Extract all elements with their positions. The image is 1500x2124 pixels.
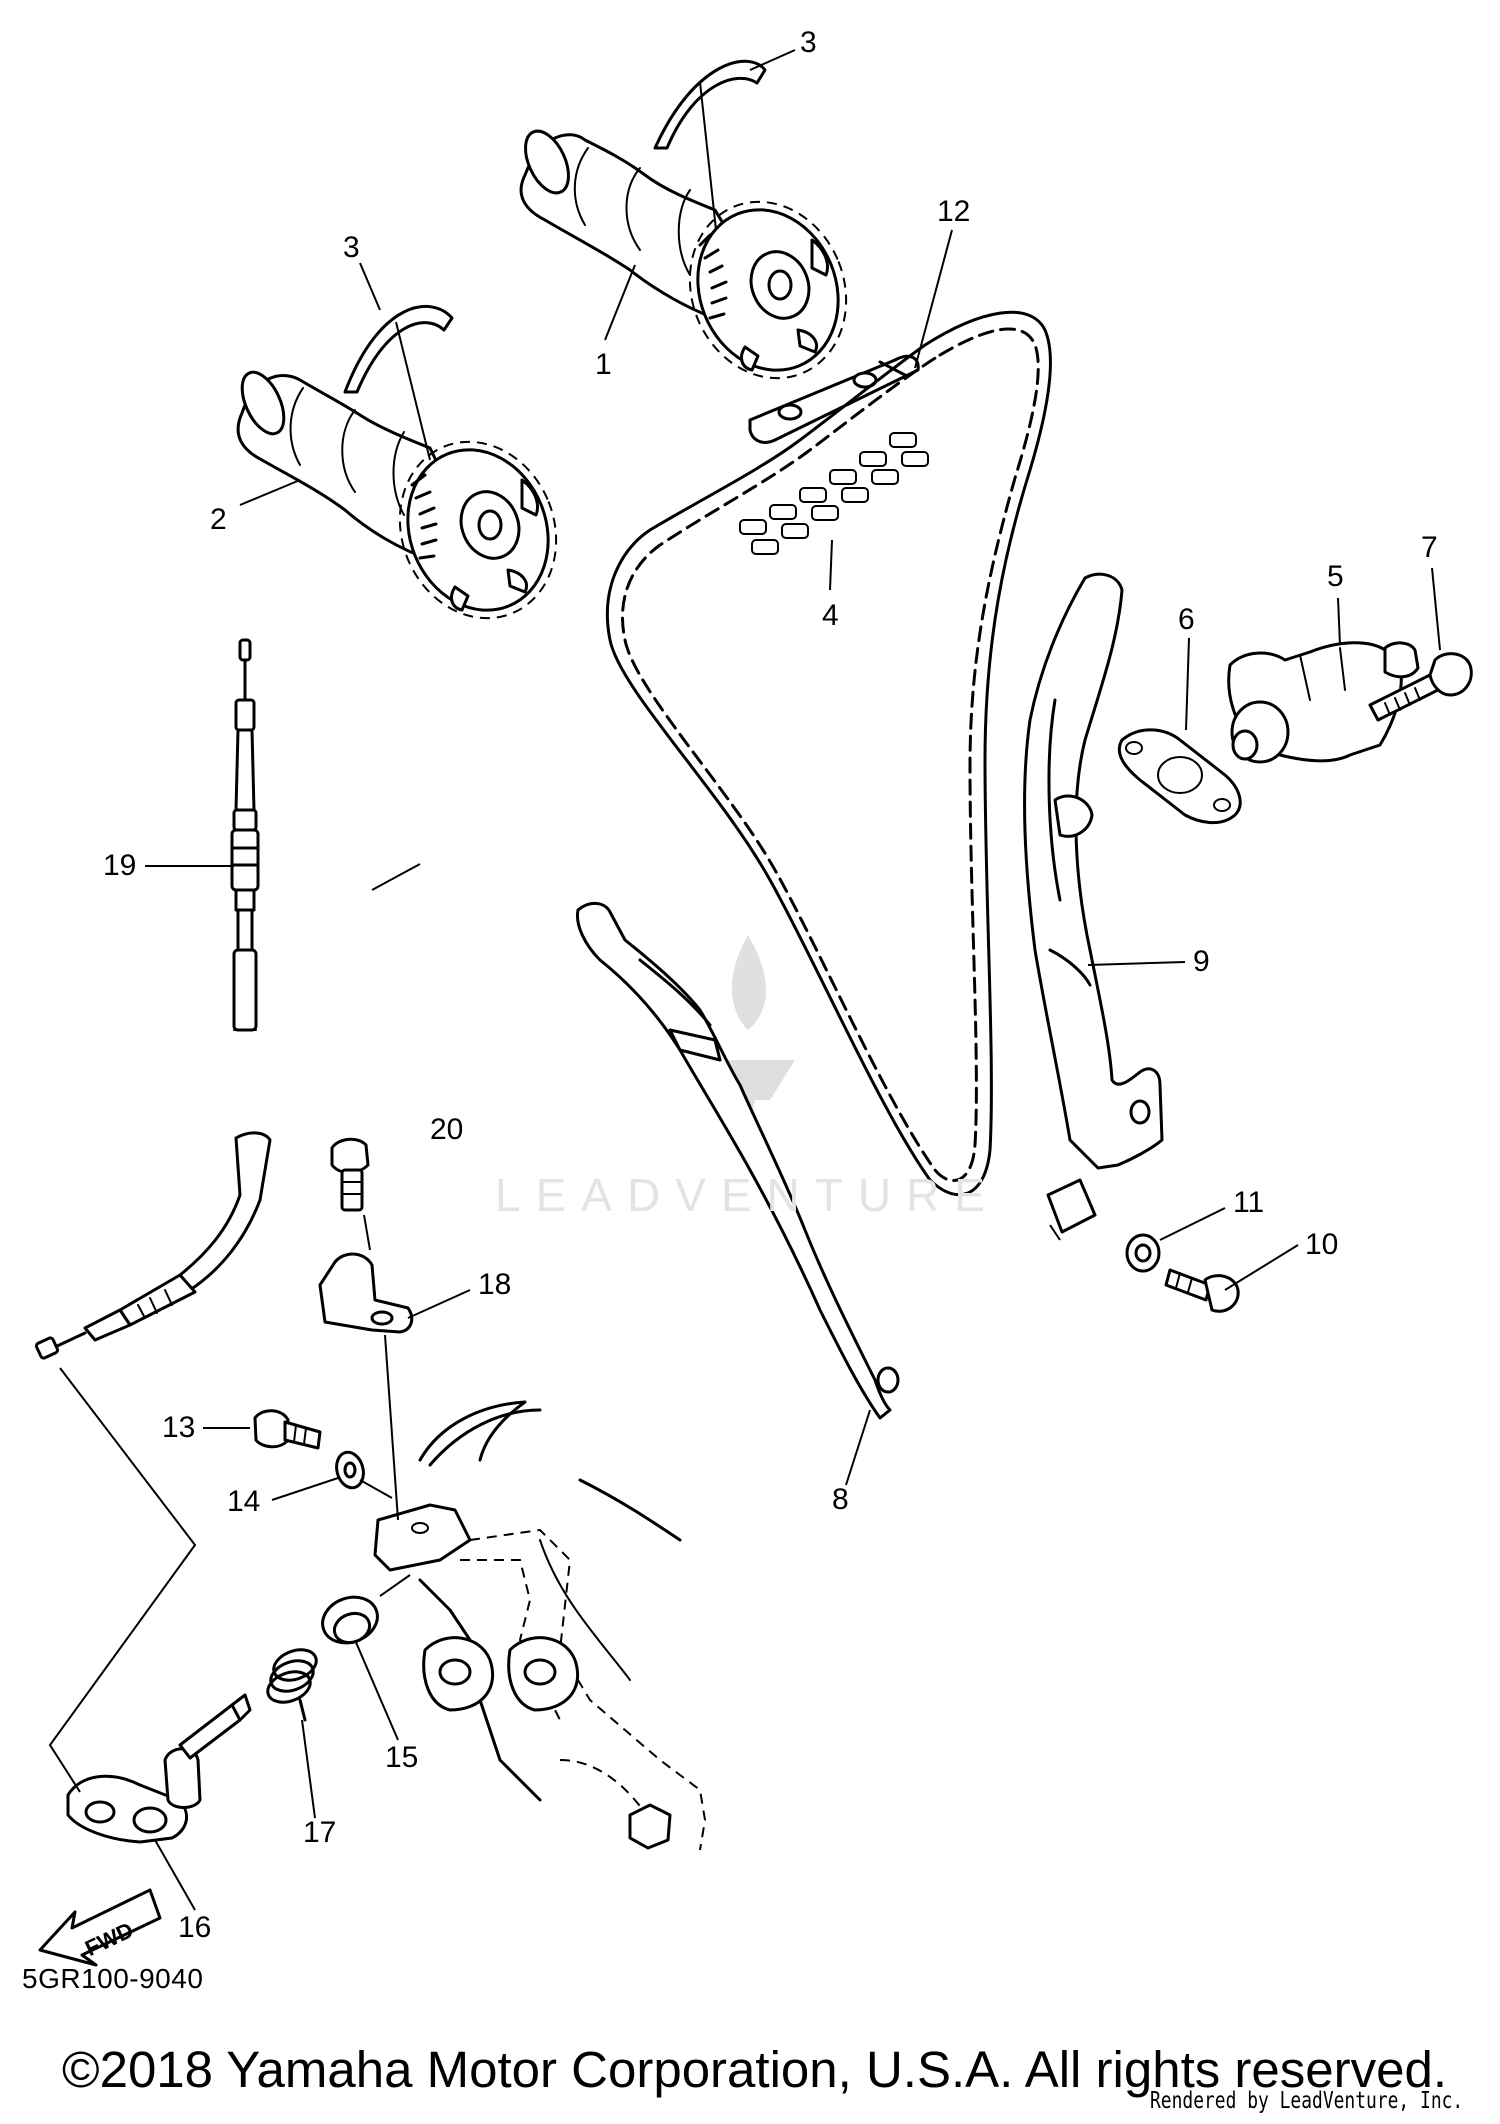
callout-9: 9: [1193, 945, 1210, 978]
callout-13: 13: [162, 1411, 196, 1444]
callout-17: 17: [303, 1816, 337, 1849]
part-6-gasket: [1117, 728, 1242, 825]
part-7-bolt: [1368, 652, 1473, 722]
callout-3-lower: 3: [343, 231, 360, 264]
callout-3-upper: 3: [800, 26, 817, 59]
callout-18: 18: [478, 1268, 512, 1301]
part-20-bolt: [330, 1137, 370, 1212]
callout-11: 11: [1233, 1186, 1265, 1219]
callout-8: 8: [832, 1483, 849, 1516]
callout-2: 2: [210, 503, 227, 536]
callout-19: 19: [103, 849, 137, 882]
part-14-washer: [335, 1450, 365, 1490]
callout-7: 7: [1421, 531, 1438, 564]
rendered-by-notice: Rendered by LeadVenture, Inc.: [1150, 2088, 1464, 2114]
callout-5: 5: [1327, 560, 1344, 593]
callout-10: 10: [1305, 1228, 1339, 1261]
callout-12: 12: [937, 195, 971, 228]
watermark-text: LEADVENTURE: [495, 1169, 1000, 1221]
part-16-shaft: [66, 1693, 252, 1844]
callout-16: 16: [178, 1911, 212, 1944]
callout-20: 20: [430, 1113, 464, 1146]
part-17-spring: [266, 1648, 318, 1722]
part-3-clip-lower: [343, 305, 454, 394]
part-10-bolt: [1164, 1268, 1240, 1313]
part-18-bracket: [318, 1252, 414, 1334]
part-5-tensioner: [1227, 641, 1420, 764]
part-8-chain-guide: [575, 902, 900, 1420]
part-9-tensioner-guide: [1023, 572, 1164, 1234]
callout-4: 4: [822, 599, 839, 632]
diagram-code: 5GR100-9040: [22, 1963, 204, 1994]
cylinder-head-section: [373, 1400, 707, 1851]
part-3-clip-upper: [653, 59, 767, 150]
copyright-notice: ©2018 Yamaha Motor Corporation, U.S.A. A…: [62, 2041, 1448, 2098]
part-11-washer: [1125, 1233, 1161, 1273]
part-4-cam-chain: [605, 310, 1052, 1197]
part-19-cable: [34, 638, 272, 1360]
callout-1: 1: [595, 348, 612, 381]
callout-14: 14: [227, 1485, 261, 1518]
assembly-lines: [48, 81, 1061, 1793]
callout-15: 15: [385, 1741, 419, 1774]
part-1-camshaft: [519, 129, 848, 380]
fwd-arrow: FWD: [38, 1888, 162, 1967]
callout-lines: [145, 49, 1441, 1911]
part-2-camshaft: [236, 370, 558, 620]
part-13-bolt: [253, 1409, 322, 1450]
part-15-oil-seal: [321, 1595, 379, 1645]
callout-6: 6: [1178, 603, 1195, 636]
